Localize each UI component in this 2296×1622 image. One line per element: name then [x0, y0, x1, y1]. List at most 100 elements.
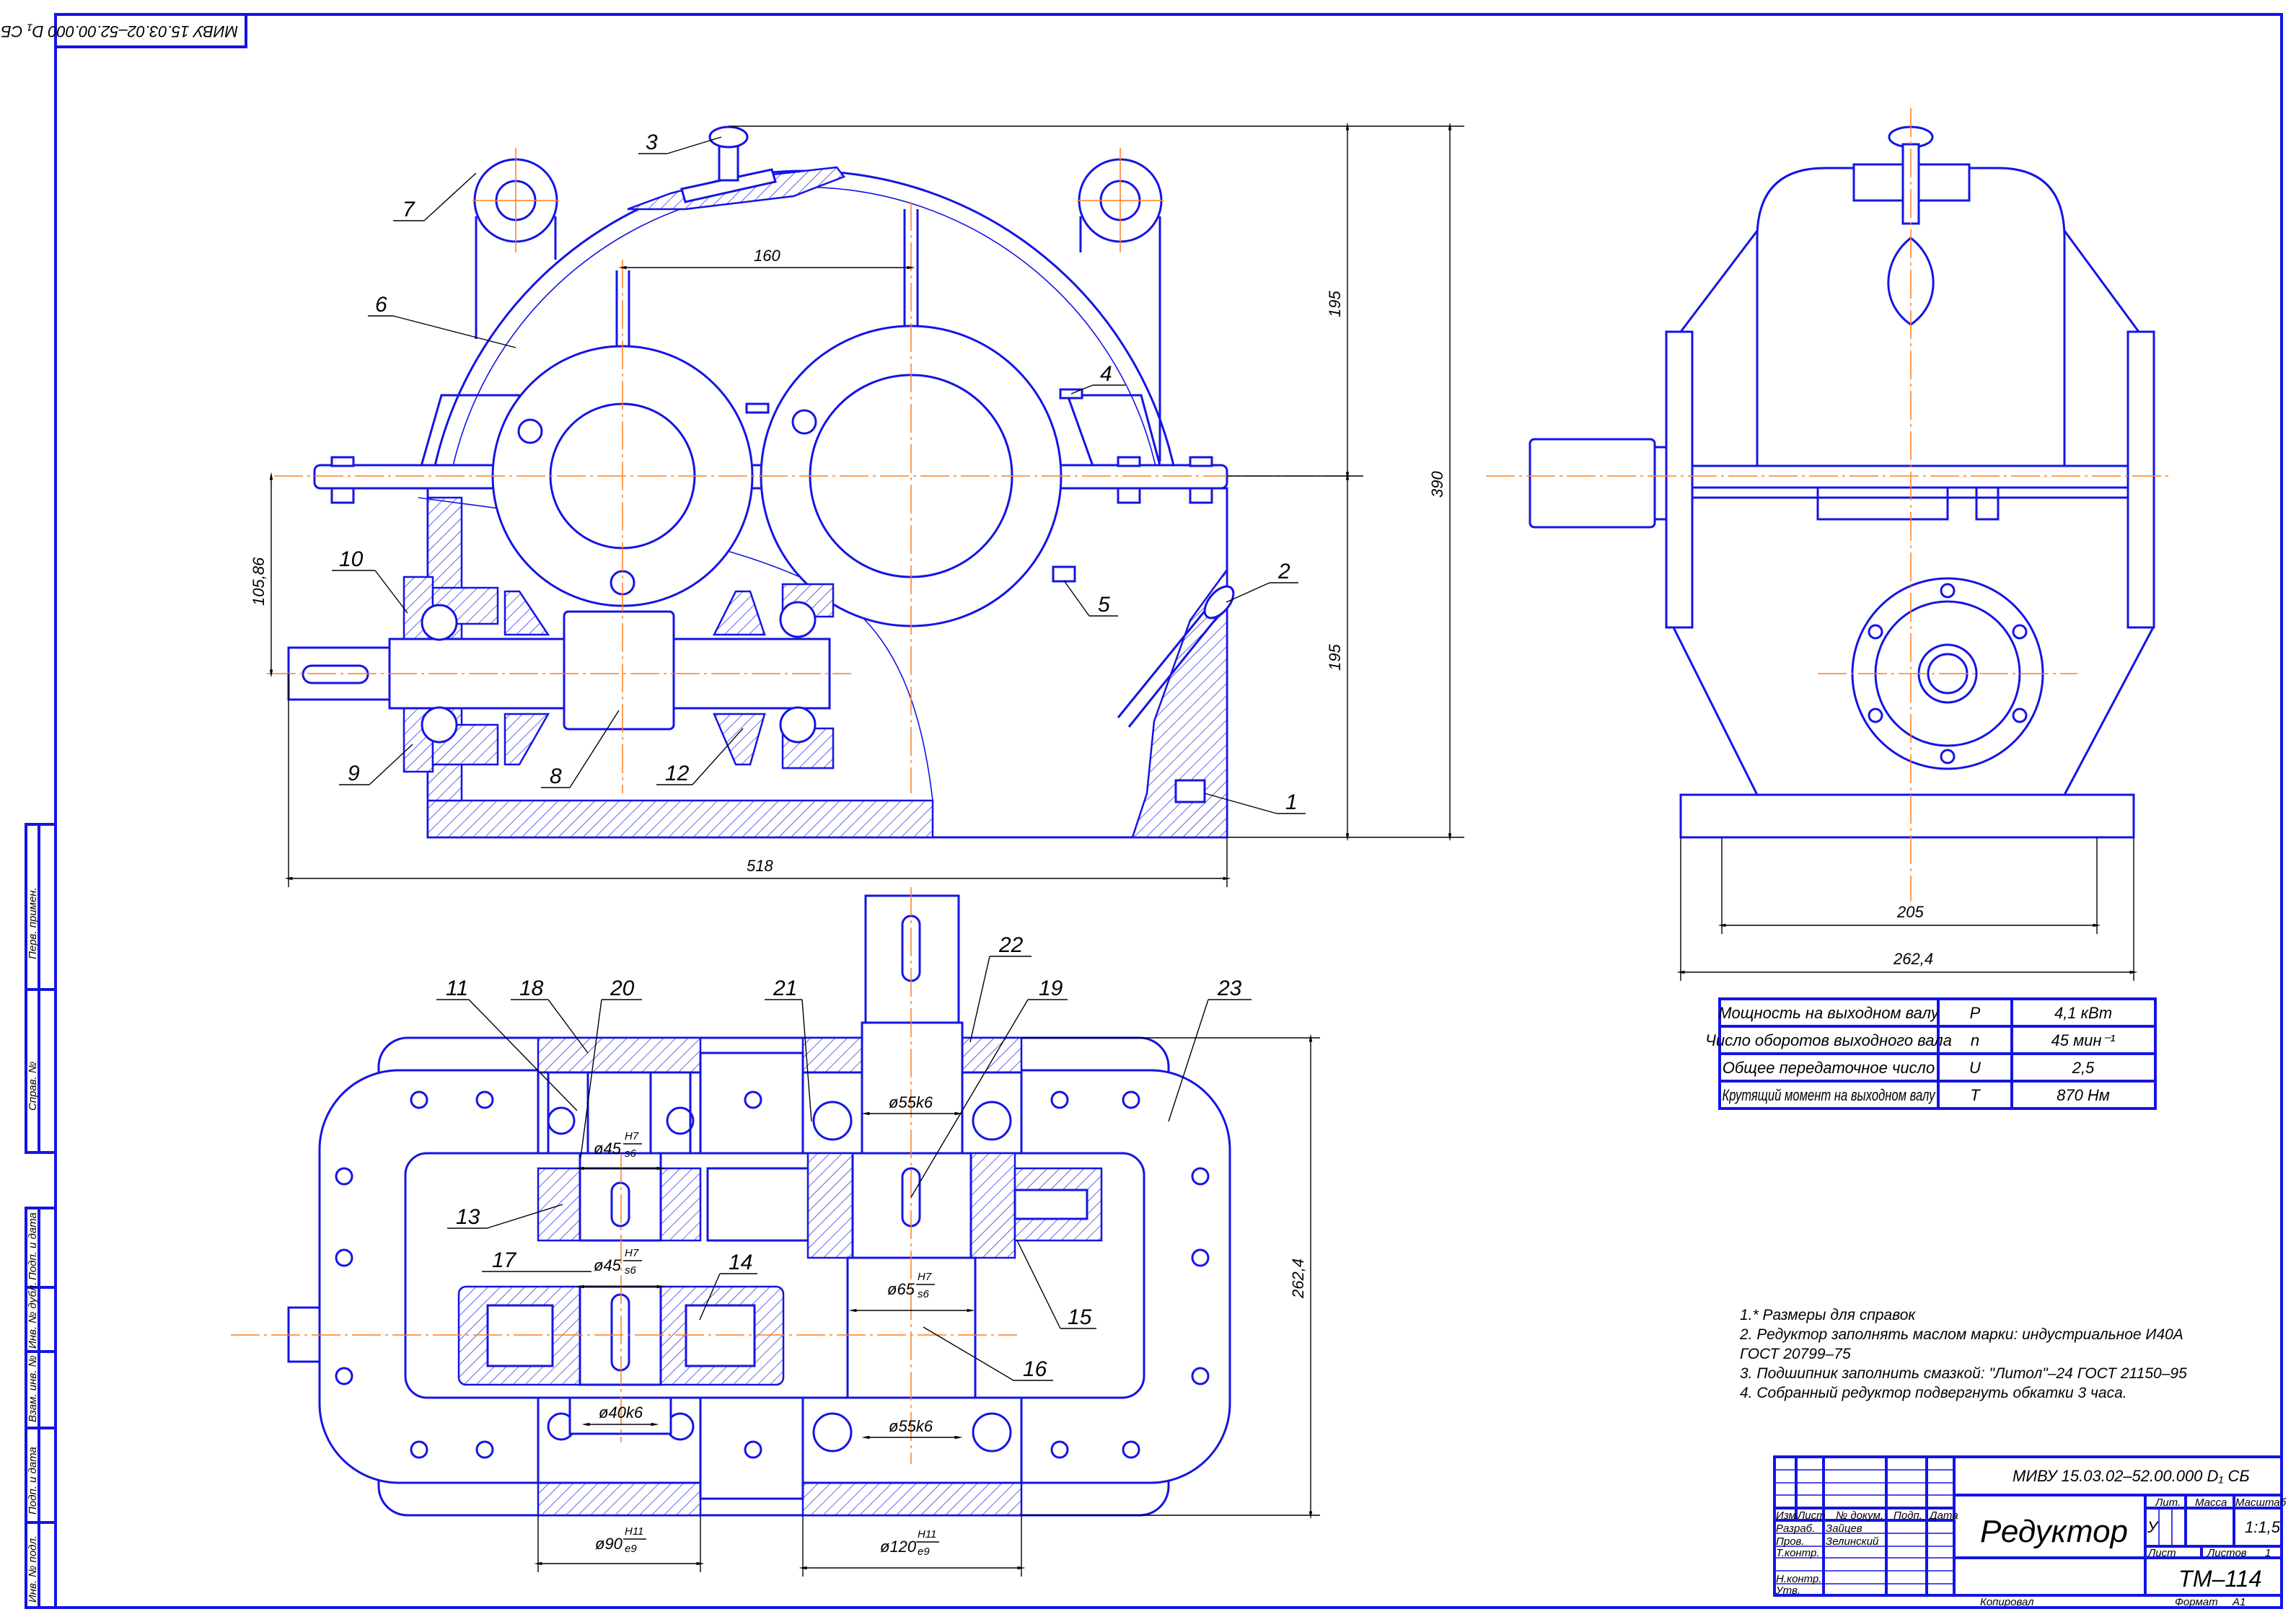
callout-19: 19	[1039, 977, 1063, 1000]
strip-inv-podl: Инв. № подл.	[27, 1535, 39, 1603]
tb-h-list: Лист	[1797, 1509, 1826, 1522]
fit-gear13: ø45 H7 s6	[594, 1130, 642, 1160]
output-shaft	[864, 894, 960, 1024]
callout-23: 23	[1217, 977, 1242, 1000]
tb-scale-value: 1:1,5	[2245, 1518, 2281, 1536]
tb-product-name: Редуктор	[1980, 1514, 2128, 1549]
technical-notes: 1.* Размеры для справок 2. Редуктор запо…	[1739, 1307, 2187, 1401]
tb-lit-label: Лит.	[2155, 1497, 2181, 1509]
tb-role-approved: Утв.	[1775, 1584, 1800, 1597]
callout-18: 18	[519, 977, 544, 1000]
fit-base: ø90	[595, 1535, 623, 1553]
front-view: 160 390 195 195 105,86 518 1 2 3 4 5 6 7…	[250, 122, 1464, 887]
tb-checker-name: Зелинский	[1826, 1535, 1879, 1548]
tb-lit-value: У	[2147, 1518, 2159, 1536]
param-value: 4,1 кВт	[2054, 1004, 2112, 1022]
tb-copied: Копировал	[1980, 1596, 2034, 1608]
fit-lower: s6	[918, 1288, 930, 1300]
tb-role-ncontrol: Н.контр.	[1776, 1573, 1822, 1585]
callout-3: 3	[646, 131, 658, 154]
tb-mass-label: Масса	[2195, 1497, 2227, 1509]
tb-sheets-label: Листов	[2207, 1547, 2247, 1559]
fit-lower: s6	[625, 1147, 637, 1160]
strip-podp-data-1: Подп. и дата	[27, 1212, 39, 1280]
note-line: 1.* Размеры для справок	[1740, 1307, 1916, 1323]
callout-14: 14	[729, 1251, 752, 1274]
side-view: 205 262,4	[1486, 108, 2171, 981]
callout-7: 7	[403, 198, 415, 221]
callout-10: 10	[339, 547, 364, 571]
param-symbol: n	[1971, 1031, 1979, 1049]
note-line: 4. Собранный редуктор подвергнуть обкатк…	[1740, 1385, 2127, 1401]
fit-base: ø65	[887, 1280, 915, 1298]
callout-12: 12	[665, 762, 690, 785]
tb-h-sign: Подп.	[1893, 1509, 1922, 1522]
fit-upper: H11	[625, 1525, 643, 1538]
dim-shaft-height: 105,86	[250, 557, 268, 606]
dim-base-inner: 205	[1896, 903, 1924, 921]
tb-role-tcontrol: Т.контр.	[1776, 1547, 1820, 1559]
breather	[627, 125, 846, 211]
pinion-8	[563, 610, 675, 731]
fit-lower: s6	[625, 1264, 637, 1277]
param-symbol: U	[1969, 1059, 1981, 1077]
tb-format-label: Формат	[2175, 1596, 2218, 1608]
dim-out-bearing-bottom: ø55k6	[889, 1417, 933, 1435]
callout-6: 6	[375, 293, 387, 317]
fit-gear14: ø45 H7 s6	[594, 1247, 642, 1277]
tb-developer-name: Зайцев	[1826, 1522, 1862, 1535]
tb-org: ТМ–114	[2178, 1566, 2261, 1592]
callout-8: 8	[550, 764, 562, 788]
fit-base: ø45	[594, 1140, 622, 1158]
param-value: 2,5	[2072, 1059, 2095, 1077]
drain-plug	[1174, 779, 1206, 803]
callout-2: 2	[1277, 560, 1290, 583]
tb-h-doc: № докум.	[1836, 1509, 1883, 1522]
strip-perv-primen: Перв. примен.	[27, 887, 39, 959]
param-name: Мощность на выходном валу	[1718, 1004, 1940, 1022]
fit-lower: e9	[918, 1546, 930, 1558]
note-line: ГОСТ 20799–75	[1740, 1346, 1851, 1362]
dim-height-upper: 195	[1326, 291, 1344, 317]
tb-role-developer: Разраб.	[1776, 1522, 1815, 1535]
tb-designation: МИВУ 15.03.02–52.00.000 D₁ СБ	[2013, 1467, 2250, 1485]
oil-gauge	[1117, 585, 1235, 728]
tb-format-value: А1	[2232, 1596, 2246, 1608]
param-value: 45 мин⁻¹	[2051, 1031, 2116, 1049]
fit-lower: e9	[625, 1543, 637, 1555]
table-row: Мощность на выходном валу P 4,1 кВт	[1718, 1004, 2112, 1022]
tb-h-izm: Изм.	[1776, 1509, 1799, 1522]
callout-1: 1	[1285, 790, 1298, 814]
fit-bore-left: ø90 H11 e9	[595, 1525, 646, 1555]
param-symbol: P	[1970, 1004, 1981, 1022]
fit-base: ø120	[880, 1538, 917, 1556]
fit-upper: H7	[625, 1130, 639, 1142]
callout-20: 20	[610, 977, 635, 1000]
side-strip: Перв. примен. Справ. № Подп. и дата Инв.…	[25, 823, 57, 1609]
plan-callouts: 11 18 20 21 22 19 23 13 17 14 15 16	[436, 933, 1252, 1381]
param-name: Общее передаточное число	[1723, 1059, 1935, 1077]
strip-sprav-no: Справ. №	[27, 1062, 39, 1111]
strip-vzam-inv: Взам. инв. №	[27, 1355, 39, 1422]
dim-plan-width: 262,4	[1289, 1259, 1307, 1299]
fit-upper: H7	[918, 1271, 932, 1283]
tb-role-checker: Пров.	[1776, 1535, 1805, 1548]
dim-base-outer: 262,4	[1893, 950, 1933, 968]
tb-scale-label: Масштаб	[2235, 1497, 2287, 1509]
fit-bore-right: ø120 H11 e9	[880, 1528, 939, 1558]
tb-sheet-label: Лист	[2147, 1547, 2176, 1559]
plan-bolt-holes	[335, 1090, 1210, 1459]
spec-table: Мощность на выходном валу P 4,1 кВт Числ…	[1705, 997, 2157, 1110]
fit-upper: H11	[918, 1528, 936, 1541]
strip-podp-data-2: Подп. и дата	[27, 1447, 39, 1515]
dim-height-lower: 195	[1326, 644, 1344, 671]
dim-center-distance: 160	[754, 247, 780, 265]
callout-4: 4	[1100, 362, 1112, 386]
note-line: 3. Подшипник заполнить смазкой: "Литол"–…	[1740, 1365, 2187, 1382]
tb-sheets-value: 1	[2265, 1547, 2271, 1559]
plan-view: 262,4 ø55k6 ø55k6 ø40k6 ø45 H7 s6 ø45 H7…	[231, 887, 1320, 1577]
callout-9: 9	[348, 762, 360, 785]
flange-bolts	[330, 388, 1213, 583]
table-row: Число оборотов выходного вала n 45 мин⁻¹	[1705, 1031, 2115, 1049]
